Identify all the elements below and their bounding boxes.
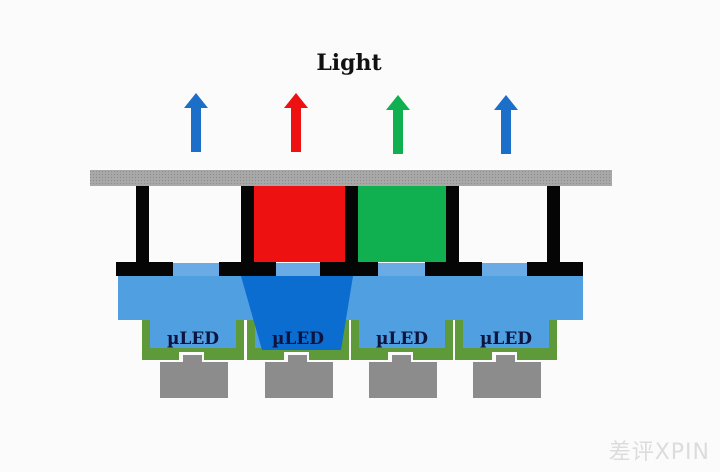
led-label: µLED	[480, 329, 532, 349]
arrow-blue-1-icon	[184, 93, 208, 152]
black-matrix	[116, 186, 583, 276]
micro-led-3	[351, 320, 453, 398]
substrate-base	[160, 362, 228, 398]
led-label: µLED	[272, 329, 324, 349]
red-color-filter	[253, 186, 345, 262]
micro-led-4	[455, 320, 557, 398]
led-label: µLED	[167, 329, 219, 349]
cover-glass	[90, 170, 612, 186]
arrow-blue-2-icon	[494, 95, 518, 154]
arrow-green-icon	[386, 95, 410, 154]
led-label: µLED	[376, 329, 428, 349]
arrow-red-icon	[284, 93, 308, 152]
substrate-base	[369, 362, 437, 398]
green-color-filter	[357, 186, 446, 262]
bm-openings	[173, 263, 527, 276]
light-title: Light	[316, 50, 382, 76]
substrate-base	[473, 362, 541, 398]
micro-led-1	[142, 320, 244, 398]
substrate-base	[265, 362, 333, 398]
light-cone	[241, 276, 353, 350]
watermark: 差评XPIN	[608, 440, 710, 465]
